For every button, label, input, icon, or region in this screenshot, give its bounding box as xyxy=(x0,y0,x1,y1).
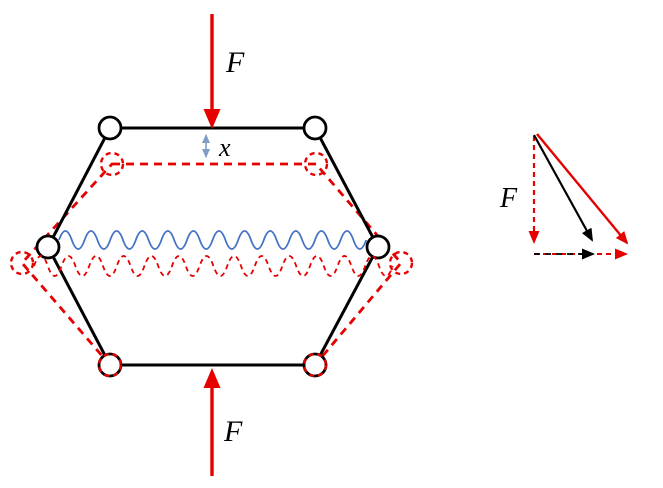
pin-joint-right xyxy=(365,234,391,260)
force-arrow-bottom-head-icon xyxy=(203,368,221,388)
force-arrow-top-head-icon xyxy=(203,109,221,129)
hexagon-linkage xyxy=(35,115,391,378)
force-arrow-bottom xyxy=(203,368,221,476)
force-triangle-diagram xyxy=(528,133,629,260)
deformed-hexagon-edges xyxy=(20,162,403,367)
force-triangle-label: F xyxy=(499,183,518,214)
spring-original xyxy=(58,230,368,250)
pin-joint-top-right xyxy=(302,115,328,141)
ghost-joint-left xyxy=(9,250,35,276)
ghost-joint-top-right xyxy=(303,151,329,177)
ghost-joint-bottom-left xyxy=(97,352,123,378)
deformed-hexagon-outline xyxy=(20,162,403,367)
pin-joint-top-left xyxy=(97,115,123,141)
ghost-joint-bottom-right xyxy=(302,352,328,378)
ghost-joint-top-left xyxy=(99,151,125,177)
member-force-original xyxy=(533,134,593,242)
displacement-label: x xyxy=(218,133,231,162)
pin-joint-left xyxy=(35,234,61,260)
ghost-joint-right xyxy=(388,250,414,276)
force-top-label: F xyxy=(225,46,245,79)
member-force-deformed xyxy=(536,133,629,245)
deformed-pin-joints xyxy=(9,151,414,378)
force-arrow-top xyxy=(203,14,221,129)
springs xyxy=(33,230,394,277)
pin-joint-bottom-right xyxy=(302,352,328,378)
force-bottom-label: F xyxy=(223,415,243,448)
pin-joint-bottom-left xyxy=(97,352,123,378)
spring-deformed xyxy=(33,255,394,277)
